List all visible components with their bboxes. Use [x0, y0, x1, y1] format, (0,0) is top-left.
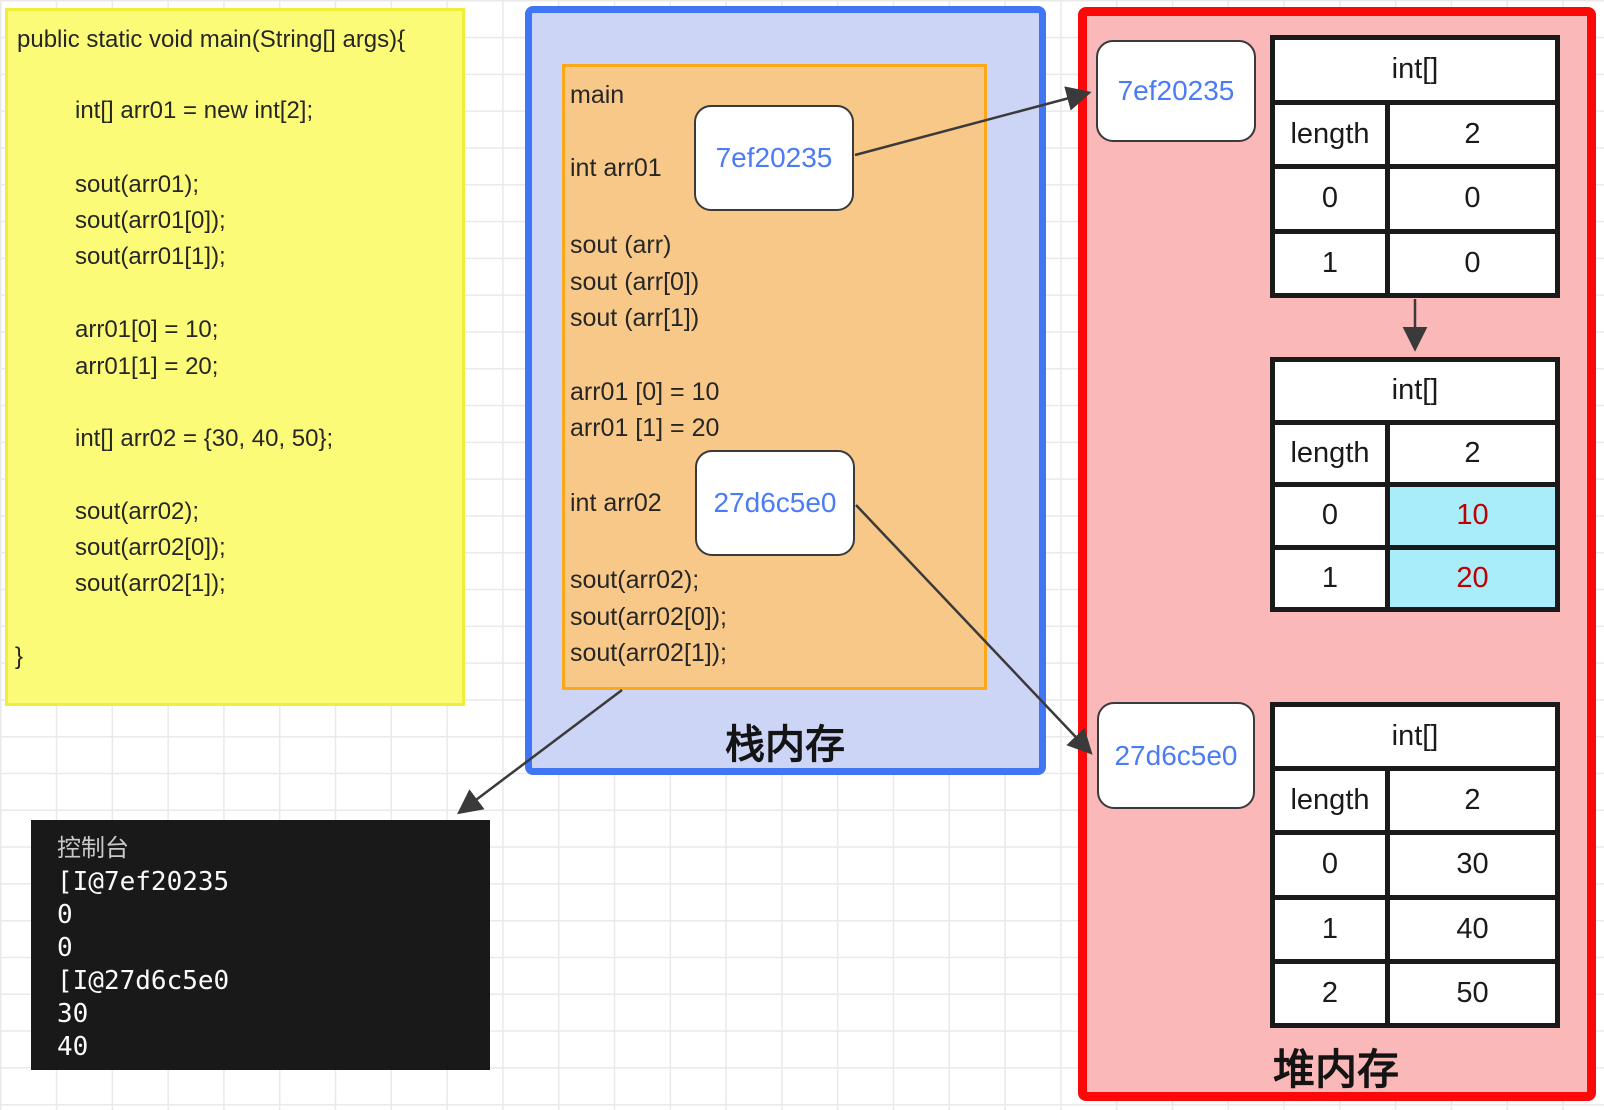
array-cell-value: 0: [1390, 233, 1555, 293]
console-output-line: [I@7ef20235: [57, 867, 230, 897]
array-cell-key: 0: [1275, 169, 1385, 229]
stack-memory-label: 栈内存: [725, 723, 845, 767]
heap-array-table-arr01-assigned: int[] length 2 0 10 1 20: [1270, 357, 1560, 612]
code-panel: public static void main(String[] args){ …: [5, 8, 465, 706]
stack-frame-line: sout (arr[0]): [570, 268, 700, 296]
code-line: arr01[1] = 20;: [75, 353, 219, 380]
array-cell-key: length: [1275, 424, 1385, 482]
stack-frame-line: sout(arr02[1]);: [570, 639, 728, 667]
code-line: sout(arr01);: [75, 171, 200, 198]
console-output-line: 30: [57, 999, 89, 1029]
code-line: int[] arr02 = {30, 40, 50};: [75, 425, 334, 452]
code-line: }: [15, 643, 24, 670]
heap-memory-label: 堆内存: [1272, 1046, 1399, 1093]
code-line: sout(arr01[1]);: [75, 243, 226, 270]
console-output-line: 0: [57, 933, 73, 963]
stack-frame-line: sout (arr): [570, 231, 672, 259]
array-type-header: int[]: [1275, 707, 1555, 767]
code-line: sout(arr02);: [75, 498, 200, 525]
array-cell-value-highlighted: 20: [1390, 549, 1555, 607]
heap-array-table-arr02: int[] length 2 0 30 1 40 2 50: [1270, 702, 1560, 1028]
array-cell-value: 2: [1390, 104, 1555, 164]
console-title: 控制台: [57, 834, 129, 862]
heap-array-table-arr01-initial: int[] length 2 0 0 1 0: [1270, 35, 1560, 298]
array-cell-value-highlighted: 10: [1390, 487, 1555, 545]
array-cell-value: 40: [1390, 899, 1555, 959]
array-cell-key: 1: [1275, 899, 1385, 959]
array-cell-value: 0: [1390, 169, 1555, 229]
array-cell-value: 50: [1390, 963, 1555, 1023]
array-cell-value: 30: [1390, 835, 1555, 895]
stack-ref-arr01: 7ef20235: [694, 105, 854, 211]
stack-frame-title: main: [570, 81, 625, 109]
heap-address-box-arr02: 27d6c5e0: [1097, 702, 1255, 809]
array-cell-key: 1: [1275, 233, 1385, 293]
stack-frame-line: arr01 [0] = 10: [570, 378, 720, 406]
array-cell-value: 2: [1390, 771, 1555, 831]
console-output-line: [I@27d6c5e0: [57, 966, 230, 996]
array-cell-key: 2: [1275, 963, 1385, 1023]
array-type-header: int[]: [1275, 362, 1555, 420]
heap-address-box-arr01: 7ef20235: [1096, 40, 1256, 142]
stack-frame-line: sout(arr02);: [570, 566, 700, 594]
stack-frame-line: sout(arr02[0]);: [570, 603, 728, 631]
console-panel: 控制台 [I@7ef20235 0 0 [I@27d6c5e0 30 40: [31, 820, 490, 1070]
array-cell-key: 1: [1275, 549, 1385, 607]
stack-frame-line: sout (arr[1]): [570, 304, 700, 332]
array-cell-key: 0: [1275, 835, 1385, 895]
code-line: public static void main(String[] args){: [17, 26, 406, 53]
code-line: sout(arr02[1]);: [75, 570, 226, 597]
array-type-header: int[]: [1275, 40, 1555, 100]
stack-var-arr02: int arr02: [570, 489, 662, 517]
code-line: sout(arr01[0]);: [75, 207, 226, 234]
stack-frame-line: arr01 [1] = 20: [570, 414, 720, 442]
array-cell-key: length: [1275, 104, 1385, 164]
array-cell-key: length: [1275, 771, 1385, 831]
console-output-line: 40: [57, 1032, 89, 1062]
stack-var-arr01: int arr01: [570, 154, 662, 182]
stack-ref-arr02: 27d6c5e0: [695, 450, 855, 556]
array-cell-key: 0: [1275, 487, 1385, 545]
array-cell-value: 2: [1390, 424, 1555, 482]
console-output-line: 0: [57, 900, 73, 930]
code-line: sout(arr02[0]);: [75, 534, 226, 561]
code-line: int[] arr01 = new int[2];: [75, 97, 314, 124]
code-line: arr01[0] = 10;: [75, 316, 219, 343]
